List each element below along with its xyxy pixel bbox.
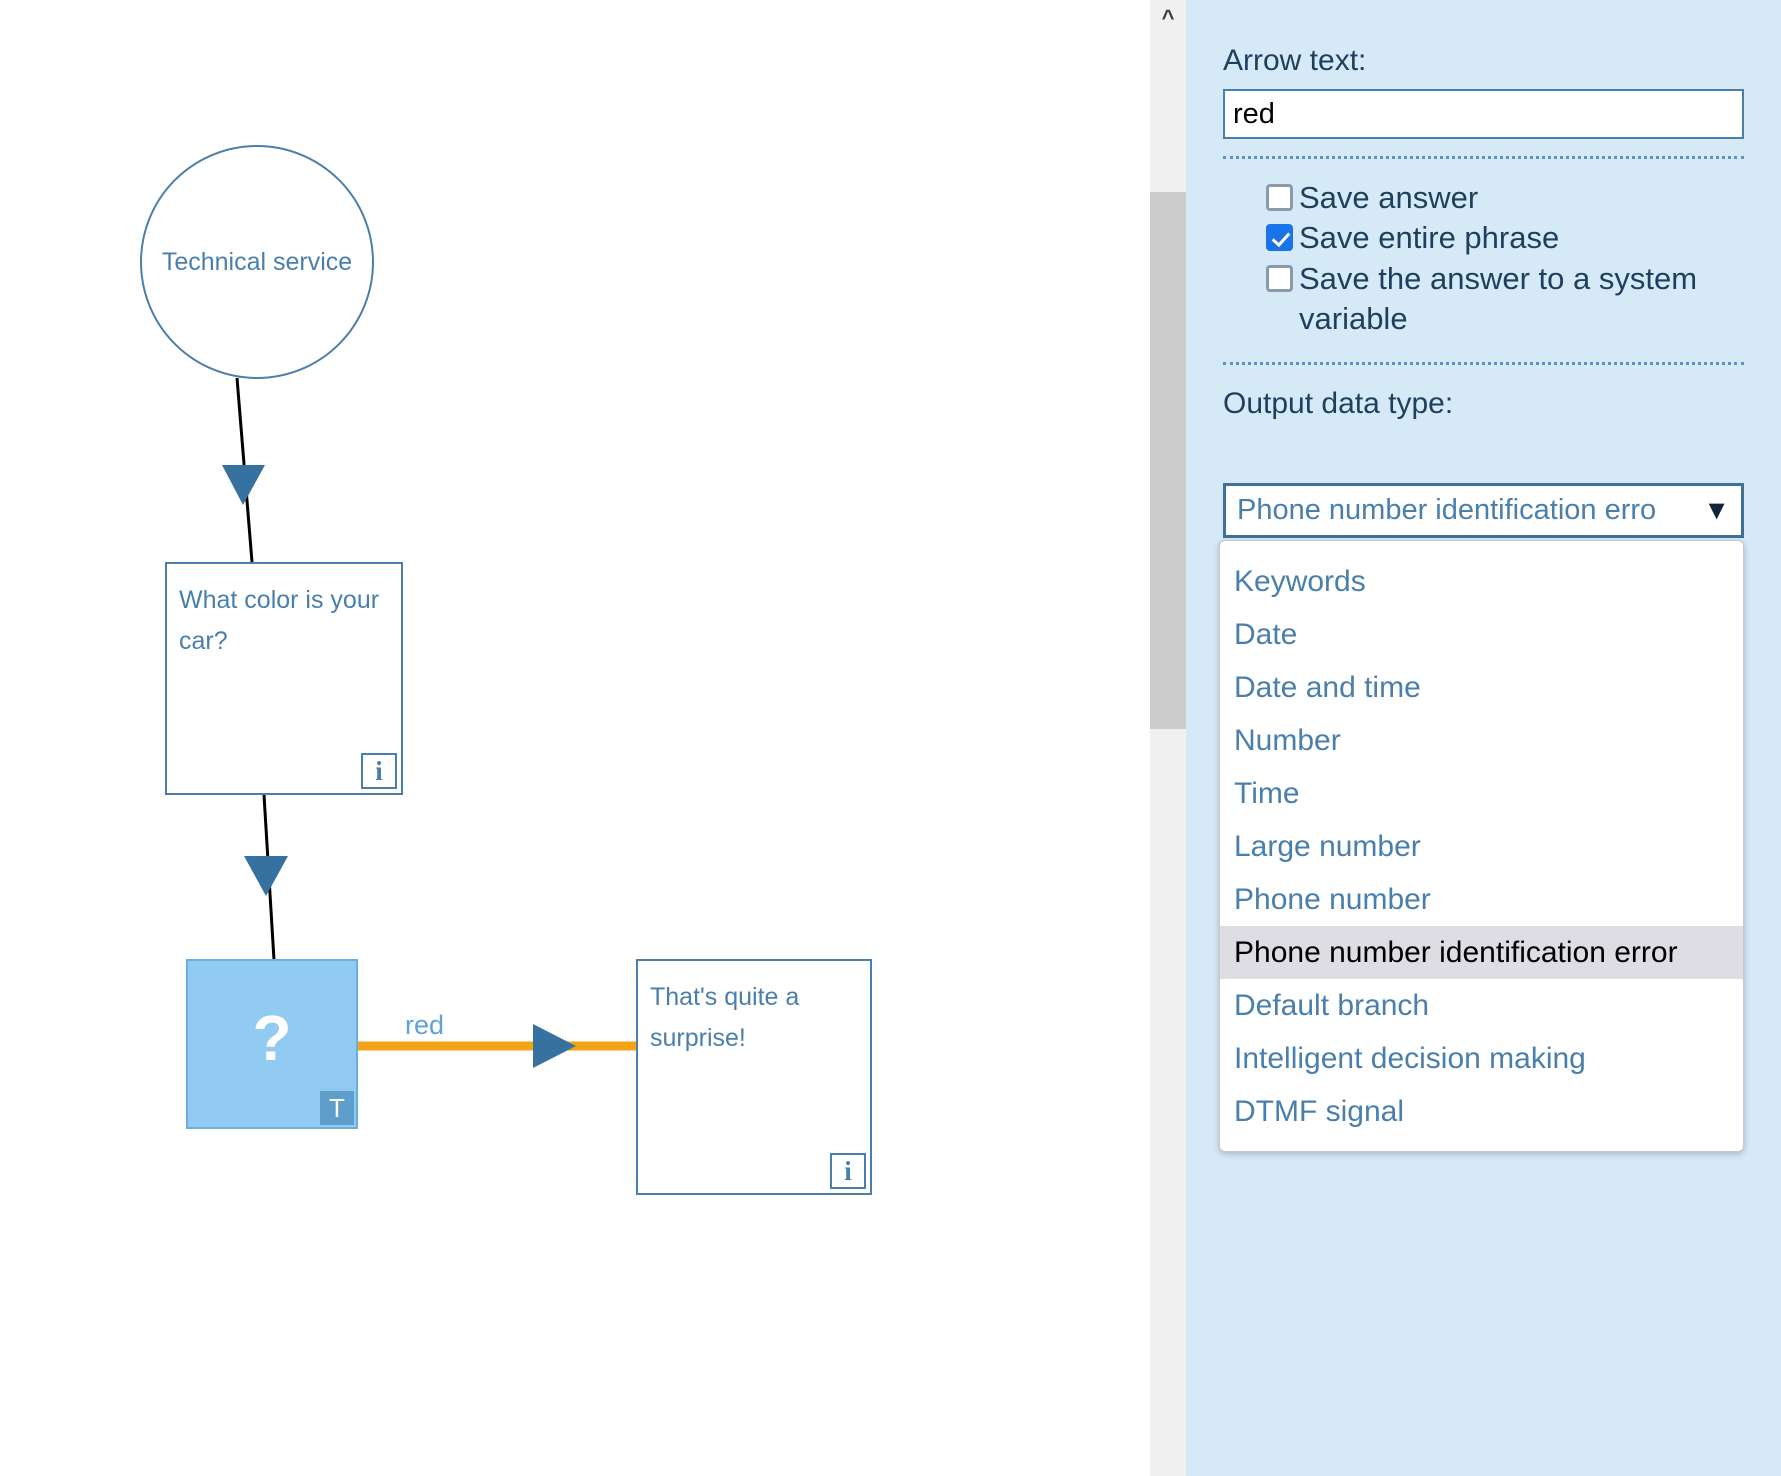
arrow-text-input[interactable] (1223, 89, 1744, 139)
flowchart-canvas[interactable]: Technical service What color is your car… (0, 0, 1150, 1476)
node-question-prompt[interactable]: What color is your car? i (165, 562, 403, 795)
arrowhead-down-1 (222, 465, 265, 505)
output-data-type-select[interactable]: Phone number identification erro ▼ (1223, 483, 1744, 538)
node-technical-service-label: Technical service (161, 247, 353, 276)
chevron-down-icon[interactable]: ▼ (1703, 495, 1730, 525)
save-entire-phrase-checkbox[interactable] (1266, 224, 1293, 251)
info-icon-glyph: i (844, 1155, 852, 1186)
dropdown-option[interactable]: Date and time (1234, 670, 1421, 704)
output-data-type-label: Output data type: (1223, 387, 1454, 420)
save-to-system-variable-checkbox[interactable] (1266, 265, 1293, 292)
question-mark-icon: ? (252, 1002, 292, 1074)
scrollbar-thumb[interactable] (1150, 192, 1186, 729)
arrowhead-right (533, 1024, 576, 1068)
flowchart-edges (222, 377, 640, 1068)
node-technical-service[interactable]: Technical service (140, 145, 374, 379)
node-answer-message[interactable]: That's quite a surprise! i (636, 959, 872, 1195)
dropdown-option[interactable]: Date (1234, 617, 1298, 651)
info-icon[interactable]: i (361, 753, 397, 789)
node-question[interactable]: ? T (186, 959, 358, 1129)
dropdown-option[interactable]: Default branch (1234, 988, 1430, 1022)
dropdown-option[interactable]: Keywords (1234, 564, 1366, 598)
output-data-type-selected-value: Phone number identification erro (1237, 496, 1657, 525)
output-data-type-dropdown[interactable]: Keywords Date Date and time Number Time … (1219, 540, 1744, 1152)
save-answer-label: Save answer (1299, 180, 1479, 215)
info-icon-glyph: i (375, 755, 383, 786)
divider-1 (1223, 156, 1744, 159)
properties-panel: Arrow text: Save answer Save entire phra… (1186, 0, 1781, 1476)
node-question-prompt-text: What color is your car? (179, 586, 380, 655)
divider-2 (1223, 362, 1744, 365)
edge-label-red[interactable]: red (405, 1010, 445, 1040)
save-answer-checkbox[interactable] (1266, 184, 1293, 211)
save-entire-phrase-label: Save entire phrase (1299, 220, 1560, 255)
dropdown-option[interactable]: DTMF signal (1234, 1094, 1405, 1128)
dropdown-option[interactable]: Time (1234, 776, 1300, 810)
dropdown-option[interactable]: Number (1234, 723, 1341, 757)
checkbox-row-save-to-system-variable[interactable]: Save the answer to a system variable (1266, 259, 1729, 339)
info-icon[interactable]: i (830, 1153, 866, 1189)
dropdown-option[interactable]: Large number (1234, 829, 1421, 863)
node-answer-message-text: That's quite a surprise! (650, 983, 800, 1052)
arrow-text-label: Arrow text: (1223, 44, 1367, 77)
text-type-badge[interactable]: T (320, 1091, 354, 1125)
dropdown-option[interactable]: Intelligent decision making (1234, 1041, 1586, 1075)
arrowhead-down-2 (244, 856, 288, 896)
checkbox-row-save-entire-phrase[interactable]: Save entire phrase (1266, 218, 1559, 258)
scroll-up-arrow-icon[interactable]: ^ (1161, 5, 1175, 30)
vertical-scrollbar[interactable]: ^ (1150, 0, 1186, 1476)
dropdown-option-selected[interactable]: Phone number identification error (1220, 926, 1743, 979)
dropdown-option[interactable]: Phone number (1234, 882, 1431, 916)
save-to-system-variable-label: Save the answer to a system variable (1299, 261, 1698, 336)
checkbox-row-save-answer[interactable]: Save answer (1266, 178, 1478, 218)
